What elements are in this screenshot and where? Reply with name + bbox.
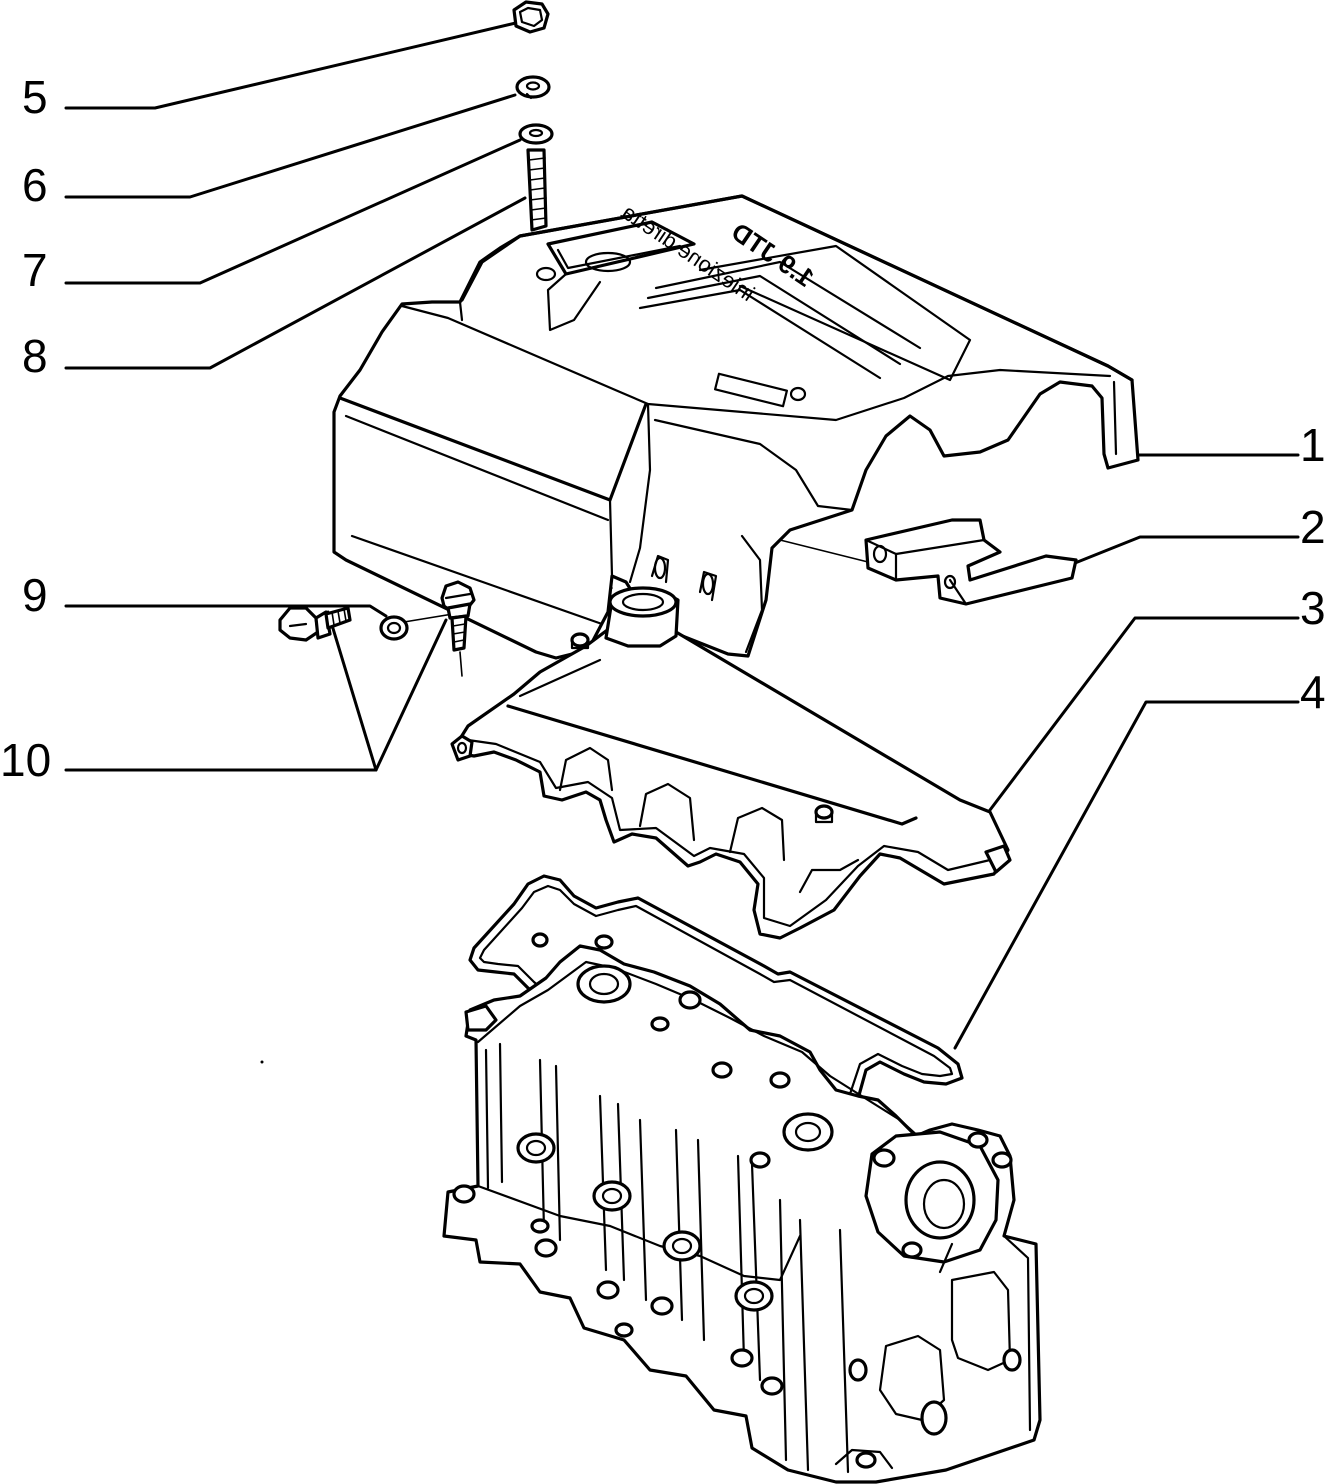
leader-7 — [64, 138, 522, 285]
callout-6: 6 — [22, 159, 48, 211]
leader-lines — [64, 20, 1300, 1050]
callout-8: 8 — [22, 330, 48, 382]
part-10-bolt-left — [278, 606, 352, 642]
leader-4 — [953, 700, 1300, 1050]
callout-9: 9 — [22, 569, 48, 621]
part-6-spring-washer — [515, 75, 551, 100]
leader-2 — [1068, 535, 1300, 567]
part-8-stud — [526, 148, 548, 232]
speck-mark — [260, 1060, 264, 1064]
callout-3: 3 — [1300, 582, 1326, 634]
part-9-washer — [379, 615, 409, 641]
leader-6 — [64, 93, 517, 199]
part-10-bolt-right — [440, 580, 476, 677]
part-2-bracket — [864, 518, 1078, 606]
callout-5: 5 — [22, 71, 48, 123]
leader-5 — [64, 20, 522, 110]
callout-4: 4 — [1300, 666, 1326, 718]
leader-8 — [64, 196, 527, 370]
callout-10: 10 — [0, 734, 51, 786]
leader-10b — [374, 618, 448, 772]
leader-2-extension — [779, 539, 881, 566]
callout-7: 7 — [22, 244, 48, 296]
part-1-engine-cover: 1.9 JTD iniezione diretta — [332, 194, 1140, 660]
part-3-valve-cover — [450, 586, 1012, 940]
part-5-nut — [512, 0, 550, 34]
callout-2: 2 — [1300, 501, 1326, 553]
cylinder-head — [442, 932, 1042, 1484]
callout-1: 1 — [1300, 419, 1326, 471]
leader-9 — [64, 604, 388, 618]
part-7-flat-washer — [518, 123, 554, 145]
callout-labels: 5 6 7 8 9 10 1 2 3 4 — [0, 71, 1326, 786]
leader-3 — [988, 616, 1300, 812]
